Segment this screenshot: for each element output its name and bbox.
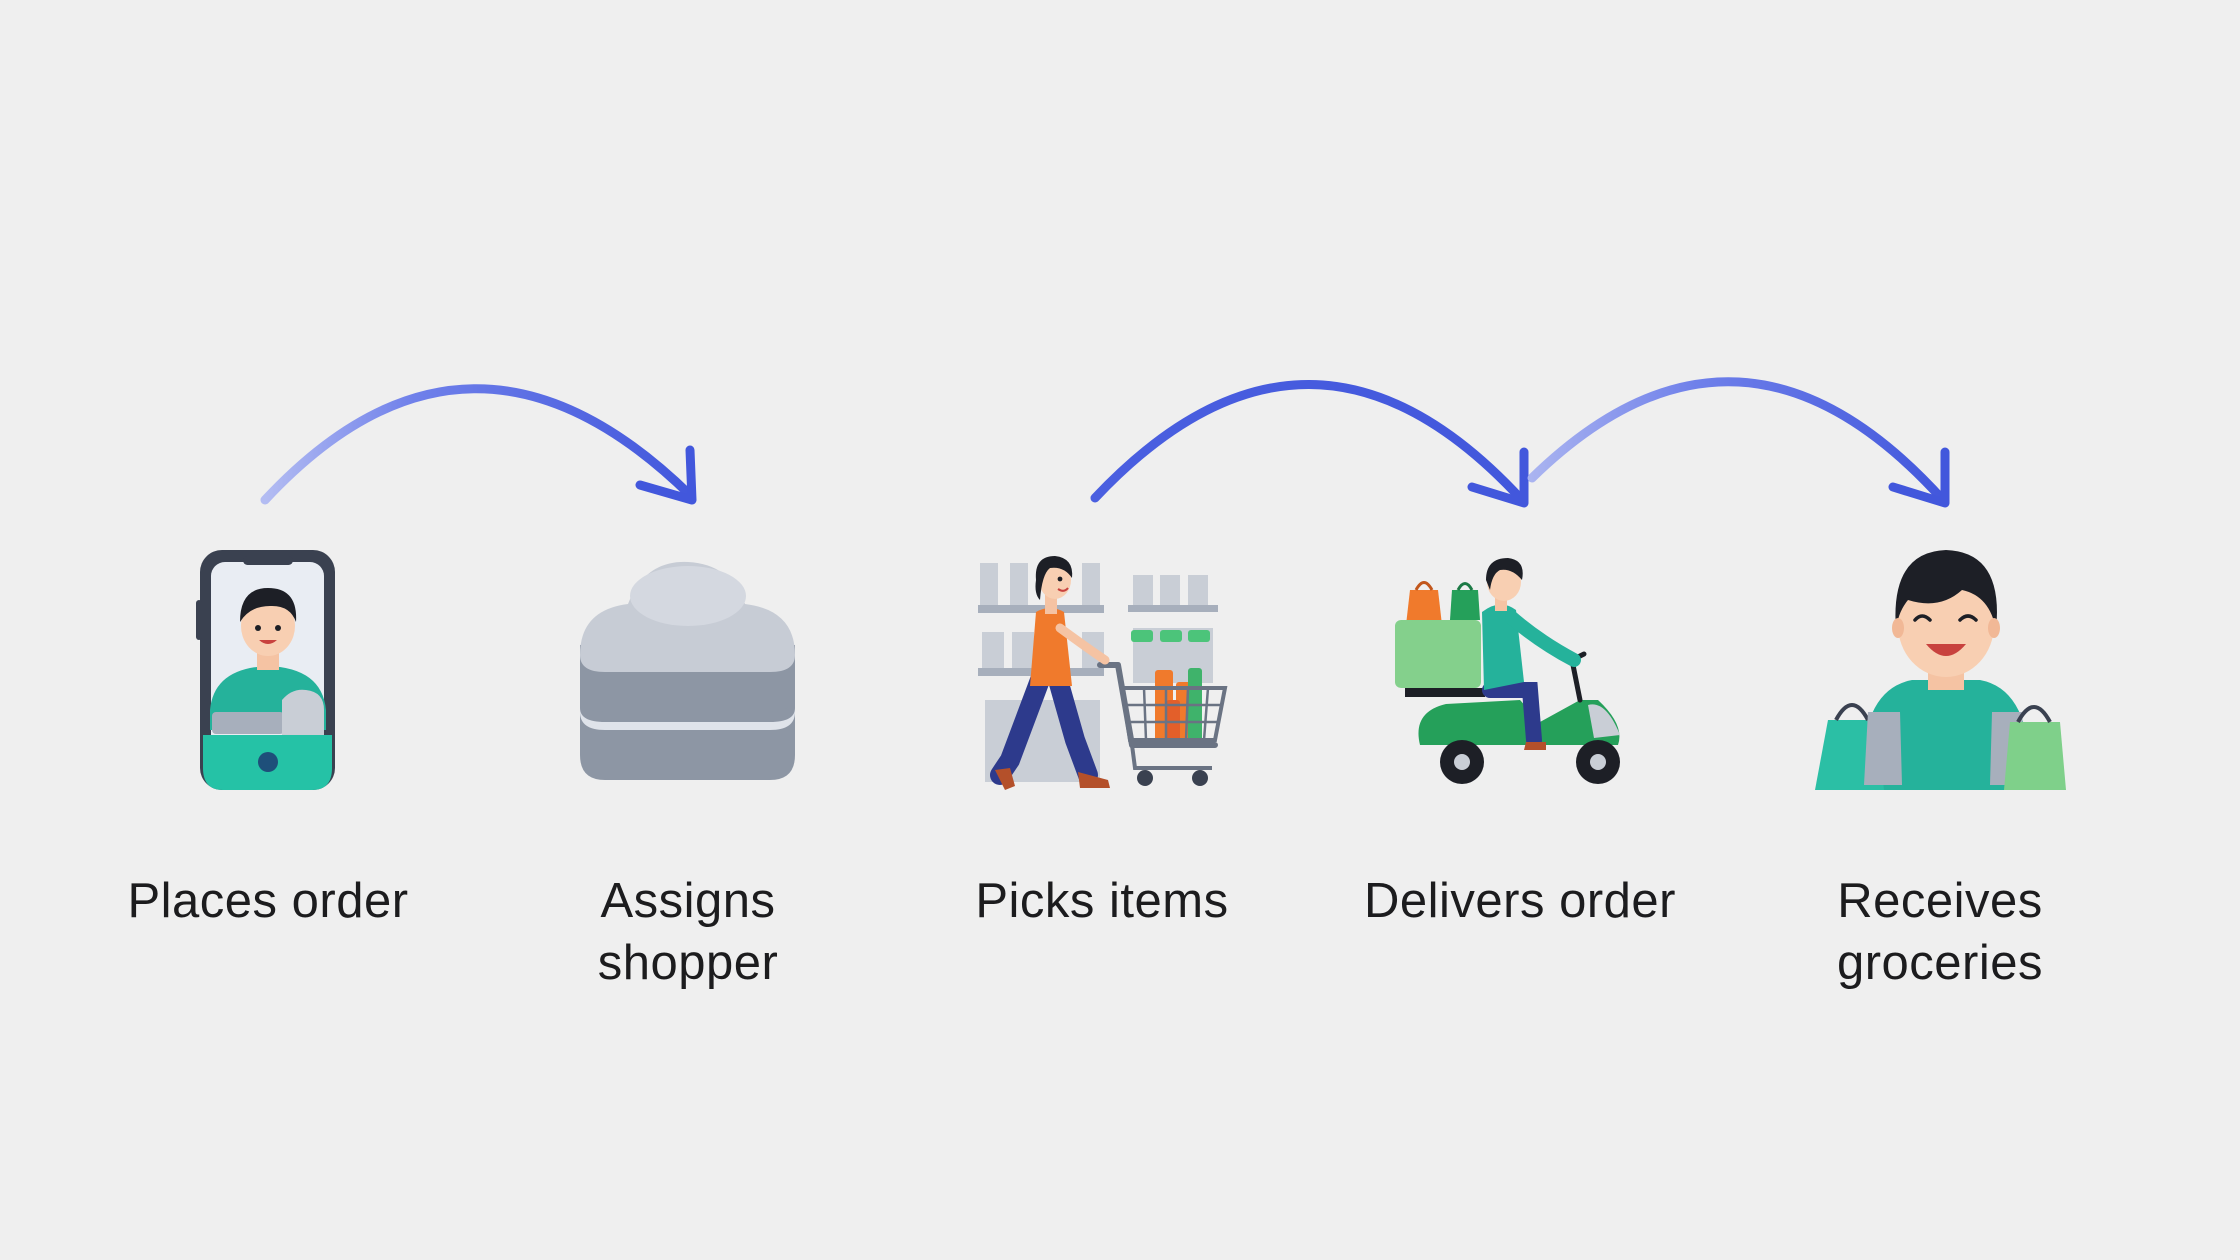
step-label-delivers-order: Delivers order	[1364, 874, 1676, 928]
step-label-picks-items: Picks items	[975, 874, 1229, 928]
flow-arrow-2	[1090, 380, 1529, 508]
shopper-with-cart-icon	[978, 556, 1228, 790]
step-label-places-order: Places order	[127, 874, 409, 928]
flow-arrow-1	[260, 384, 697, 505]
step-label-receives-groceries: Receives groceries	[1836, 874, 2044, 990]
smartphone-user-icon	[196, 550, 335, 790]
cloud-server-icon	[580, 561, 795, 780]
customer-with-bags-icon	[1815, 550, 2066, 790]
flow-arrow-3	[1527, 377, 1950, 508]
step-label-assigns-shopper: Assigns shopper	[597, 874, 779, 990]
delivery-scooter-icon	[1395, 558, 1620, 784]
